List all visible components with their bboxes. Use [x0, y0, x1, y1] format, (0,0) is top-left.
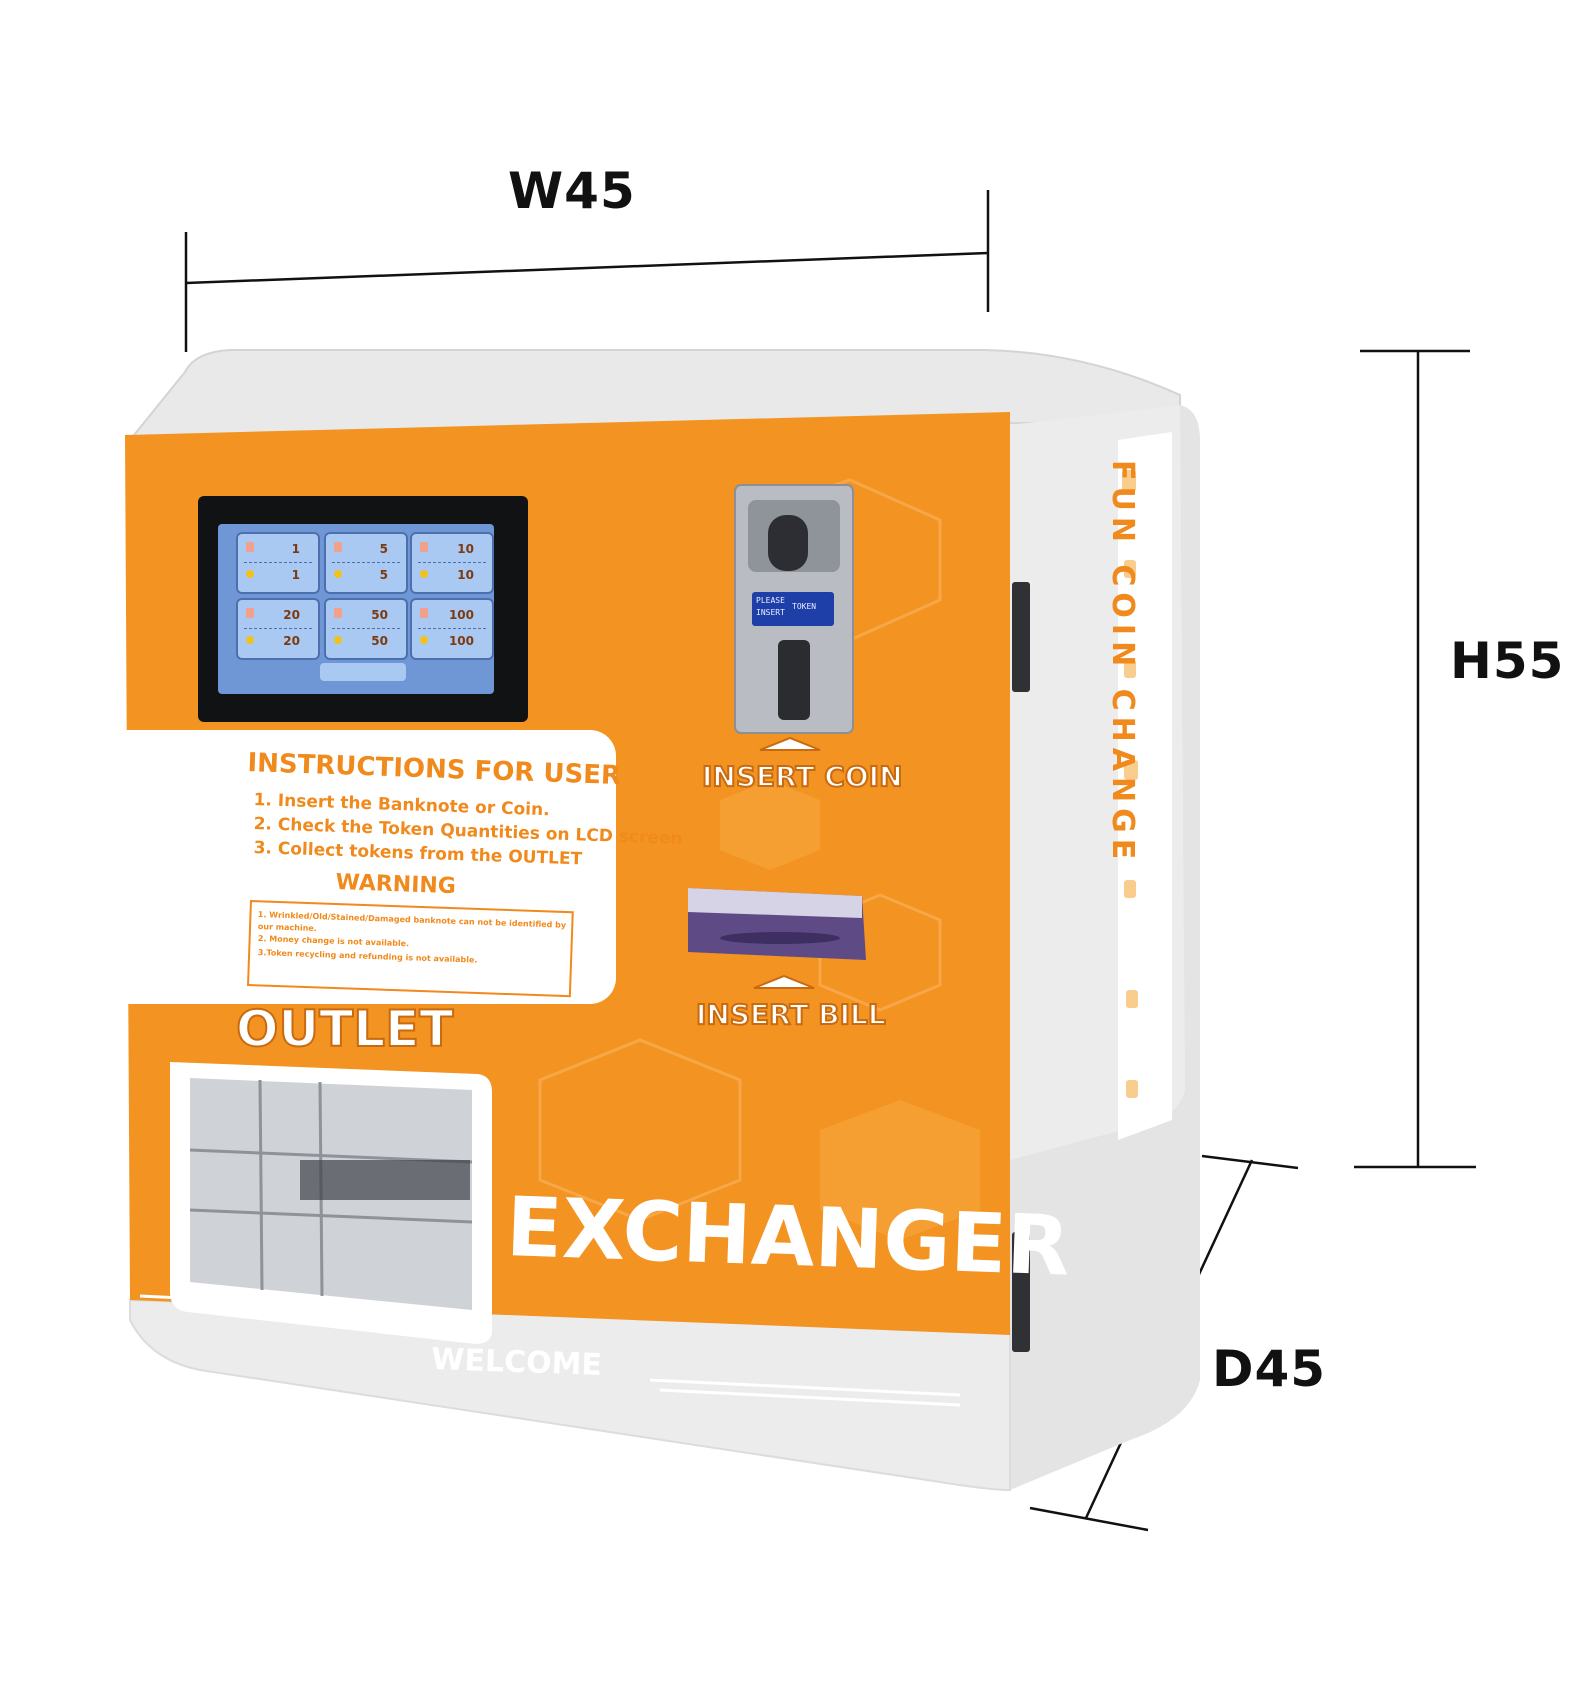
coin-lcd-line1: PLEASE	[756, 596, 785, 605]
bottom-stripes	[139, 1294, 961, 1407]
height-label: H55	[1450, 632, 1565, 690]
token-option-20[interactable]: 20 20	[236, 598, 320, 660]
outlet-window	[170, 1062, 492, 1344]
token-option-5[interactable]: 5 5	[324, 532, 408, 594]
coin-lcd-line3: TOKEN	[792, 602, 817, 611]
coin-acceptor	[734, 484, 854, 734]
width-label: W45	[508, 162, 636, 220]
coin-lcd-line2: INSERT	[756, 608, 785, 617]
insert-coin-label: INSERT COIN	[701, 759, 903, 794]
outlet-label: OUTLET	[235, 999, 454, 1059]
height-dimension-line	[1354, 349, 1476, 1169]
warning-title: WARNING	[335, 870, 457, 900]
insert-bill-label: INSERT BILL	[695, 997, 887, 1032]
insert-coin-arrow-icon	[759, 736, 821, 751]
insert-bill-arrow-icon	[753, 974, 815, 989]
bill-acceptor	[688, 888, 866, 960]
token-option-10[interactable]: 10 10	[410, 532, 494, 594]
instructions-card	[126, 730, 616, 1004]
exchanger-label: EXCHANGER	[504, 1180, 1072, 1295]
depth-label: D45	[1212, 1340, 1327, 1398]
width-dimension-line	[184, 190, 990, 352]
side-fun-coin-change-label: FUN COIN CHANGE	[1105, 460, 1140, 866]
welcome-label: WELCOME	[430, 1342, 603, 1383]
screen-confirm-bar[interactable]	[320, 663, 406, 681]
token-option-100[interactable]: 100 100	[410, 598, 494, 660]
token-option-50[interactable]: 50 50	[324, 598, 408, 660]
token-option-1[interactable]: 1 1	[236, 532, 320, 594]
